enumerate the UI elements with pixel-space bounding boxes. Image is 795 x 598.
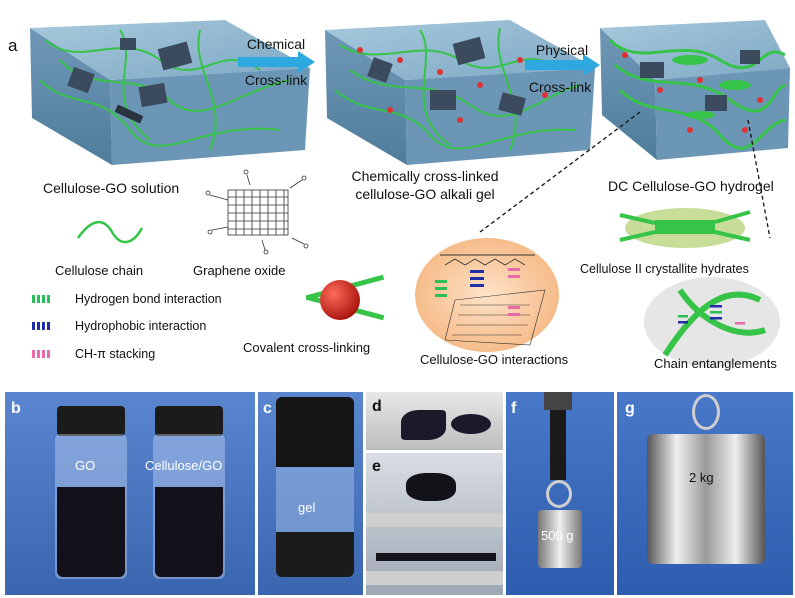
photo-panel-f: f 500 g [506, 392, 614, 595]
weight-500g [538, 510, 582, 568]
photo-panel-g: g 2 kg [617, 392, 793, 595]
graphene-oxide-icon [205, 169, 309, 255]
caption-solution: Cellulose-GO solution [43, 180, 180, 196]
photo-panel-b: b GO Cellulose/GO [5, 392, 255, 595]
schematic-diagram [30, 20, 790, 367]
label-500g: 500 g [541, 528, 574, 543]
label-entanglements: Chain entanglements [654, 356, 777, 371]
gel-block-1 [30, 20, 310, 165]
vial-glass [276, 467, 354, 532]
crystallite-icon [619, 208, 751, 248]
clamp [544, 392, 572, 410]
label-2kg: 2 kg [689, 470, 714, 485]
caption-alkali-gel-line2: cellulose-GO alkali gel [355, 186, 495, 202]
ruler-1 [366, 513, 503, 527]
panel-letter-g: g [625, 400, 635, 417]
hydrogel-strip [550, 410, 566, 480]
gel-block-3 [600, 20, 790, 160]
hook-g [692, 394, 720, 430]
vial-2-liquid [155, 487, 223, 577]
panel-letter-d: d [372, 398, 382, 415]
legend-hydrogen-bond: Hydrogen bond interaction [75, 292, 222, 306]
arrow-physical [525, 54, 600, 76]
interactions-icon [415, 238, 559, 352]
gel-sheet-2 [451, 414, 491, 434]
label-covalent: Covalent cross-linking [243, 340, 371, 355]
covalent-crosslink-icon [305, 274, 385, 321]
vial-label-cellulose-go: Cellulose/GO [145, 458, 223, 473]
vial-cap-2 [155, 406, 223, 436]
photo-panel-c: c gel [258, 392, 363, 595]
arrow1-label-line2: Cross-link [244, 72, 308, 88]
arrow2-label-line1: Physical [535, 42, 589, 58]
vial-cap-1 [57, 406, 125, 436]
vial-label-go: GO [75, 458, 96, 473]
legend-hydrophobic: Hydrophobic interaction [75, 319, 207, 333]
panel-letter-b: b [11, 400, 21, 417]
arrow1-label-line1: Chemical [246, 36, 306, 52]
arrow-chemical [238, 51, 315, 73]
photo-panel-d: d [366, 392, 503, 450]
vial-cap-c [276, 532, 354, 577]
label-graphene-oxide: Graphene oxide [193, 263, 286, 278]
label-gel: gel [298, 500, 316, 515]
gel-sheet-1 [401, 410, 446, 440]
entanglement-icon [644, 277, 780, 367]
cellulose-chain-icon [76, 221, 144, 244]
inverted-gel [276, 397, 354, 467]
panel-letter-e: e [372, 458, 381, 475]
label-interactions: Cellulose-GO interactions [420, 352, 569, 367]
hook [546, 480, 572, 508]
caption-hydrogel: DC Cellulose-GO hydrogel [608, 178, 774, 194]
panel-letter-c: c [263, 400, 272, 417]
photo-panel-e: e [366, 453, 503, 595]
gel-strip [376, 553, 496, 561]
arrow2-label-line2: Cross-link [528, 79, 592, 95]
vial-1-liquid [57, 487, 125, 577]
leader-line-left [479, 111, 641, 233]
weight-2kg [647, 434, 765, 564]
panel-letter-f: f [511, 400, 517, 417]
gel-knot [406, 473, 456, 501]
leader-line-right [747, 119, 771, 239]
caption-alkali-gel-line1: Chemically cross-linked [351, 168, 499, 184]
panel-letter-a: a [8, 36, 18, 55]
label-cellulose-chain: Cellulose chain [55, 263, 144, 278]
legend-swatches [32, 295, 50, 358]
ruler-2 [366, 571, 503, 585]
legend-ch-pi: CH-π stacking [75, 347, 156, 361]
label-crystallite: Cellulose II crystallite hydrates [580, 262, 749, 276]
